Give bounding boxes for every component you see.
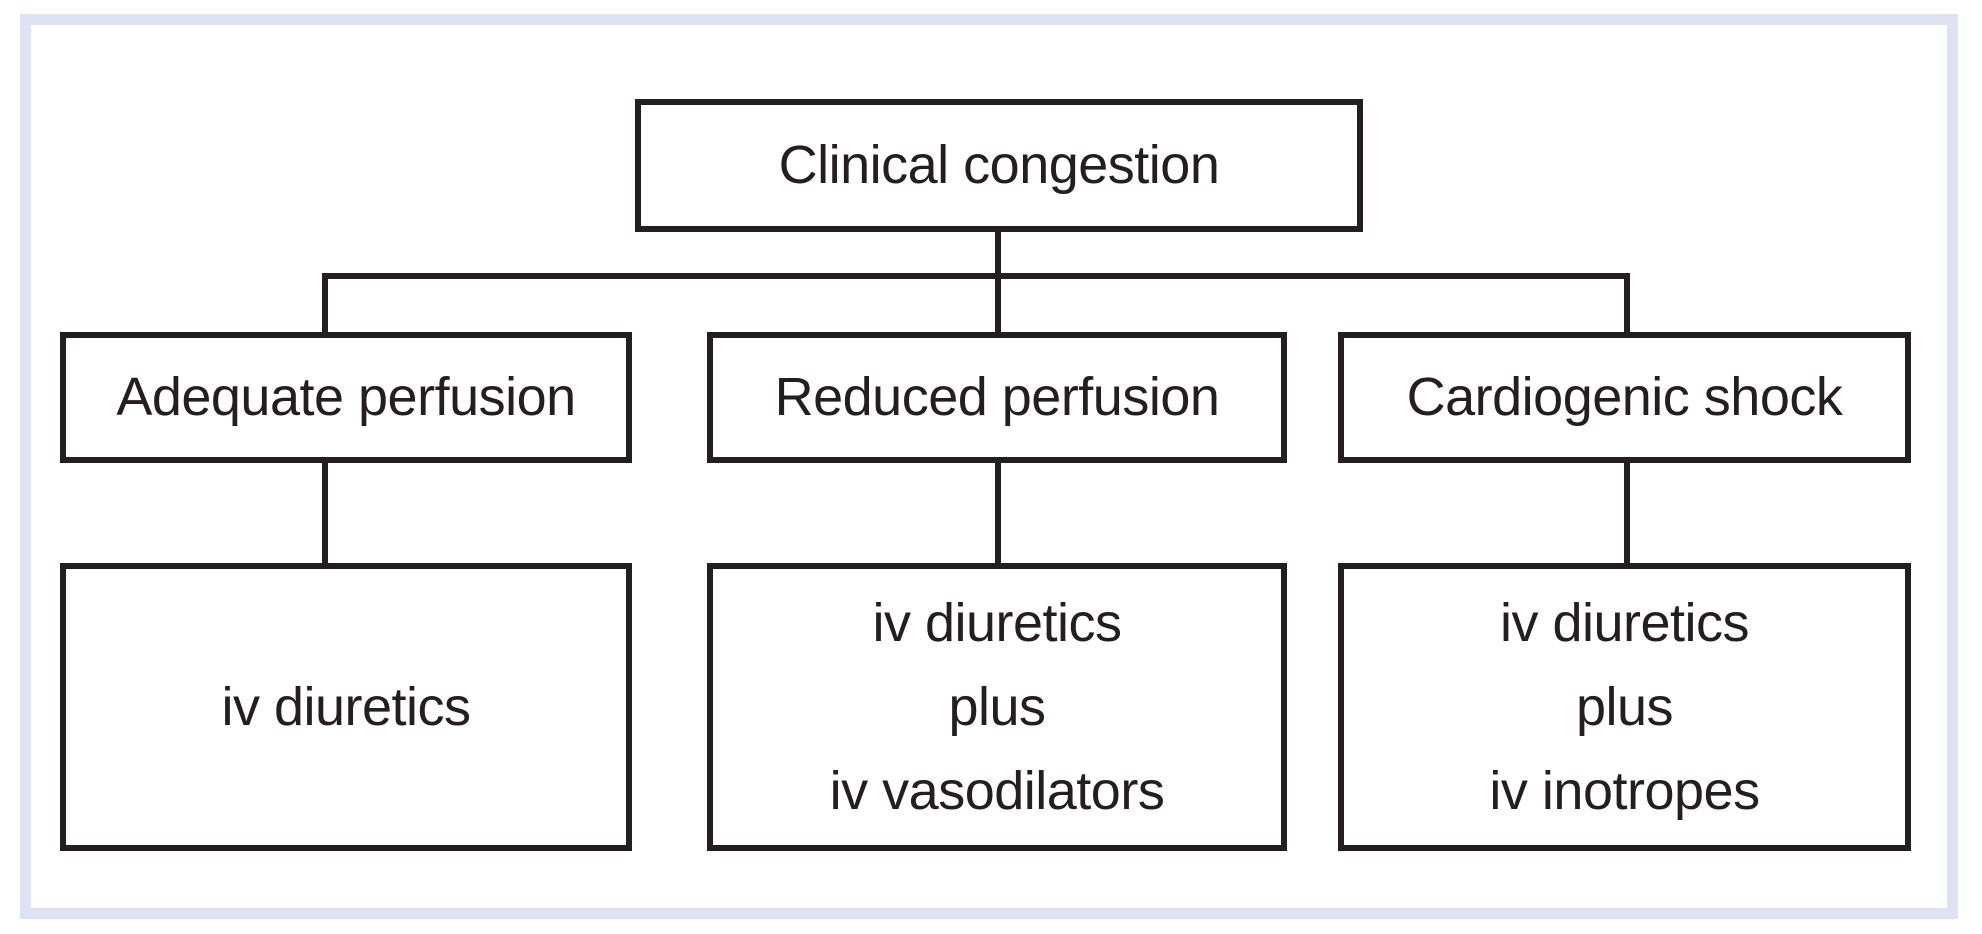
node-treatment-cardiogenic-shock: iv diuretics plus iv inotropes [1338, 563, 1911, 851]
treatment-line: iv diuretics [872, 593, 1122, 653]
node-label: Clinical congestion [778, 135, 1220, 196]
connector-treatment-shock [1624, 458, 1630, 569]
node-reduced-perfusion: Reduced perfusion [707, 332, 1287, 463]
node-treatment-reduced-perfusion: iv diuretics plus iv vasodilators [707, 563, 1287, 851]
node-adequate-perfusion: Adequate perfusion [60, 332, 632, 463]
treatment-line: iv inotropes [1489, 761, 1760, 821]
node-clinical-congestion: Clinical congestion [635, 99, 1363, 232]
treatment-line: plus [948, 677, 1046, 737]
node-cardiogenic-shock: Cardiogenic shock [1338, 332, 1911, 463]
connector-drop-shock [1624, 273, 1630, 338]
node-treatment-adequate-perfusion: iv diuretics [60, 563, 632, 851]
connector-drop-adequate [322, 273, 328, 338]
connector-root-stem [995, 229, 1001, 279]
treatment-line: iv diuretics [221, 677, 471, 737]
node-label: Cardiogenic shock [1406, 367, 1843, 428]
connector-drop-reduced [995, 273, 1001, 338]
treatment-line: plus [1575, 677, 1674, 737]
figure-frame [20, 14, 1958, 919]
treatment-line: iv vasodilators [829, 761, 1165, 821]
connector-treatment-reduced [995, 458, 1001, 569]
connector-horizontal-branch [322, 273, 1630, 279]
node-label: Reduced perfusion [774, 367, 1220, 428]
node-label: Adequate perfusion [116, 367, 576, 428]
treatment-line: iv diuretics [1499, 593, 1750, 653]
connector-treatment-adequate [322, 458, 328, 569]
